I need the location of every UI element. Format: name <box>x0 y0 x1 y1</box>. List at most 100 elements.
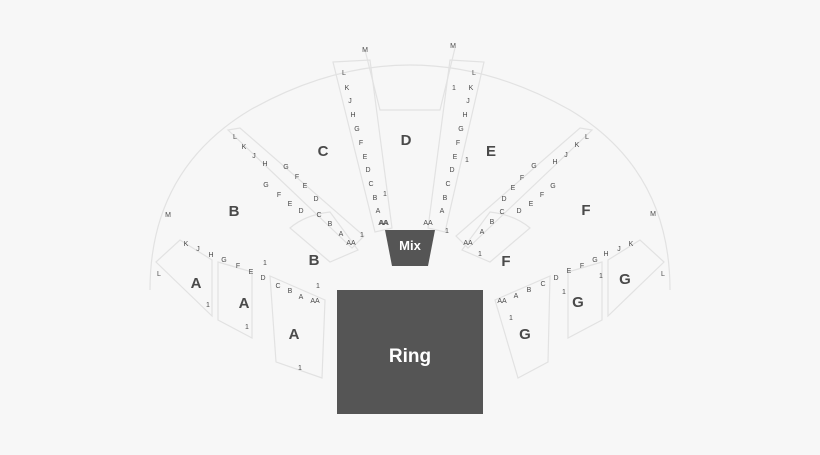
row-label: AA <box>379 220 389 227</box>
row-label: A <box>299 294 304 301</box>
row-label: F <box>456 140 460 147</box>
row-label: H <box>603 251 608 258</box>
row-label: A <box>339 231 344 238</box>
row-label: L <box>661 271 665 278</box>
row-label: F <box>236 263 240 270</box>
row-label: D <box>553 275 558 282</box>
row-label: A <box>514 293 519 300</box>
row-label: G <box>283 164 288 171</box>
section-label-a-left[interactable]: A <box>191 275 202 292</box>
row-label: AA <box>378 220 388 227</box>
row-label: C <box>540 281 545 288</box>
row-label: G <box>354 126 359 133</box>
row-label: L <box>157 271 161 278</box>
row-label: D <box>501 196 506 203</box>
row-label: 1 <box>465 157 469 164</box>
row-label: G <box>550 183 555 190</box>
row-label: B <box>443 195 448 202</box>
row-label: B <box>288 288 293 295</box>
row-label: 1 <box>360 232 364 239</box>
row-label: E <box>249 269 254 276</box>
section-label-e[interactable]: E <box>486 143 496 160</box>
row-label: D <box>260 275 265 282</box>
row-label: A <box>480 229 485 236</box>
mix-booth <box>385 230 435 266</box>
row-label: J <box>252 153 256 160</box>
row-label: E <box>453 154 458 161</box>
row-label: 1 <box>245 324 249 331</box>
section-label-f-lower[interactable]: F <box>501 253 510 270</box>
section-g-right-outline[interactable] <box>607 239 665 318</box>
section-a-left-outline[interactable] <box>155 239 213 318</box>
row-label: M <box>165 212 171 219</box>
row-label: F <box>580 263 584 270</box>
row-label: M <box>362 47 368 54</box>
row-label: E <box>288 201 293 208</box>
section-e-outline[interactable] <box>427 59 485 233</box>
row-label: G <box>458 126 463 133</box>
row-label: L <box>233 134 237 141</box>
row-label: K <box>629 241 634 248</box>
row-label: D <box>298 208 303 215</box>
row-label: D <box>449 167 454 174</box>
row-label: A <box>376 208 381 215</box>
section-label-b-upper[interactable]: B <box>229 203 240 220</box>
row-label: K <box>575 142 580 149</box>
row-label: B <box>373 195 378 202</box>
section-label-c[interactable]: C <box>318 143 329 160</box>
row-label: C <box>275 283 280 290</box>
row-label: K <box>184 241 189 248</box>
section-b-lower-outline[interactable] <box>289 211 359 263</box>
section-label-g-left[interactable]: G <box>519 326 531 343</box>
section-g-mid-outline[interactable] <box>567 261 603 339</box>
section-label-g-right[interactable]: G <box>619 271 631 288</box>
row-label: K <box>469 85 474 92</box>
row-label: K <box>345 85 350 92</box>
row-label: H <box>262 161 267 168</box>
row-label: 1 <box>383 191 387 198</box>
row-label: D <box>313 196 318 203</box>
row-label: 1 <box>298 365 302 372</box>
row-label: J <box>348 98 352 105</box>
row-label: J <box>564 152 568 159</box>
row-label: D <box>516 208 521 215</box>
row-label: E <box>529 201 534 208</box>
section-a-right-outline[interactable] <box>269 275 326 379</box>
section-label-b-lower[interactable]: B <box>309 252 320 269</box>
row-label: F <box>359 140 363 147</box>
row-label: C <box>445 181 450 188</box>
row-label: G <box>221 257 226 264</box>
section-label-g-mid[interactable]: G <box>572 294 584 311</box>
section-label-a-right[interactable]: A <box>289 326 300 343</box>
row-label: K <box>242 144 247 151</box>
outer-boundary <box>149 64 671 291</box>
section-f-upper-outline[interactable] <box>455 127 594 249</box>
row-label: A <box>440 208 445 215</box>
section-label-d[interactable]: D <box>401 132 412 149</box>
row-label: J <box>466 98 470 105</box>
section-label-f-upper[interactable]: F <box>581 202 590 219</box>
row-label: E <box>363 154 368 161</box>
row-label: L <box>585 134 589 141</box>
row-label: 1 <box>478 251 482 258</box>
row-label: F <box>277 192 281 199</box>
row-label: 1 <box>599 273 603 280</box>
row-label: J <box>196 246 200 253</box>
row-label: F <box>520 175 524 182</box>
section-c-outline[interactable] <box>332 59 393 233</box>
section-d-outline[interactable] <box>364 47 456 111</box>
section-a-mid-outline[interactable] <box>217 261 253 339</box>
section-f-lower-outline[interactable] <box>461 211 531 263</box>
row-label: AA <box>423 220 433 227</box>
row-label: AA <box>497 298 507 305</box>
row-label: C <box>316 212 321 219</box>
row-label: AA <box>463 240 473 247</box>
section-g-left-outline[interactable] <box>494 275 551 379</box>
row-label: 1 <box>452 85 456 92</box>
section-label-a-mid[interactable]: A <box>239 295 250 312</box>
row-label: G <box>531 163 536 170</box>
section-b-upper-outline[interactable] <box>226 127 365 249</box>
row-label: G <box>263 182 268 189</box>
row-label: H <box>552 159 557 166</box>
